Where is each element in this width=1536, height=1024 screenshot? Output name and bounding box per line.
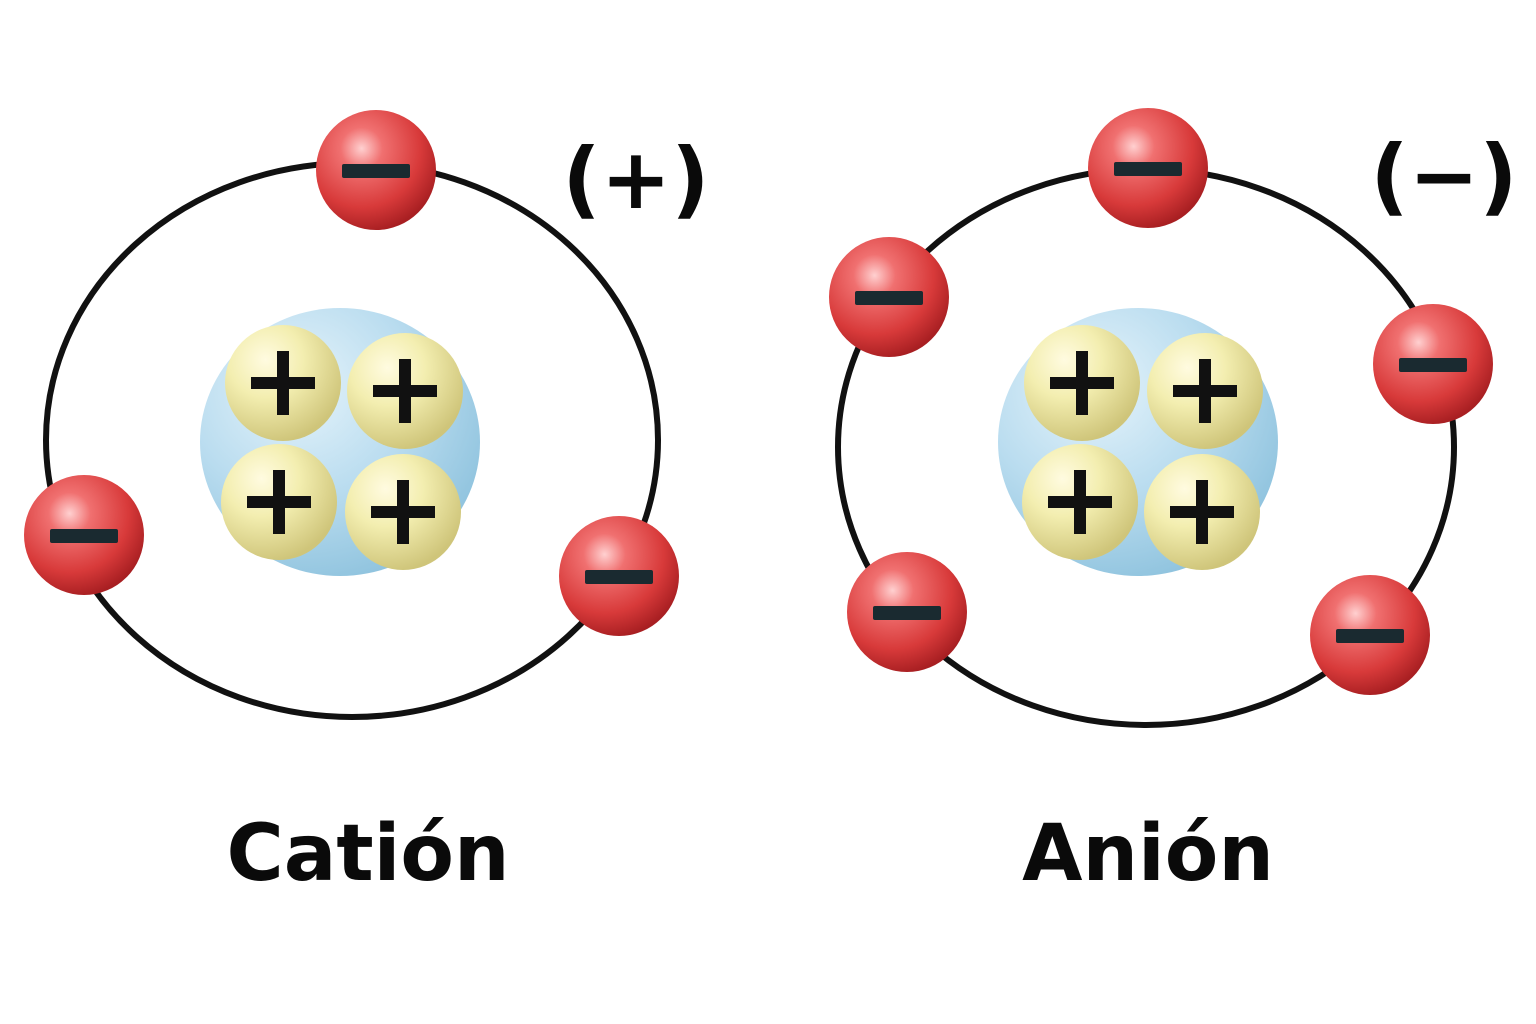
electron [829,237,949,357]
electron [1310,575,1430,695]
electron [316,110,436,230]
electron [559,516,679,636]
proton [1147,333,1263,449]
anion-title: Anión [1022,809,1274,899]
electron [847,552,967,672]
proton [1024,325,1140,441]
cation-title: Catión [226,809,509,899]
anion-atom: (−) Anión [829,108,1518,899]
proton [1022,444,1138,560]
cation-atom: (+) Catión [24,110,710,899]
proton [221,444,337,560]
proton [347,333,463,449]
cation-nucleus [200,308,480,576]
electron [24,475,144,595]
anion-charge-label: (−) [1370,127,1517,225]
electron [1088,108,1208,228]
electron [1373,304,1493,424]
proton [225,325,341,441]
anion-nucleus [998,308,1278,576]
proton [1144,454,1260,570]
cation-charge-label: (+) [562,130,709,228]
proton [345,454,461,570]
